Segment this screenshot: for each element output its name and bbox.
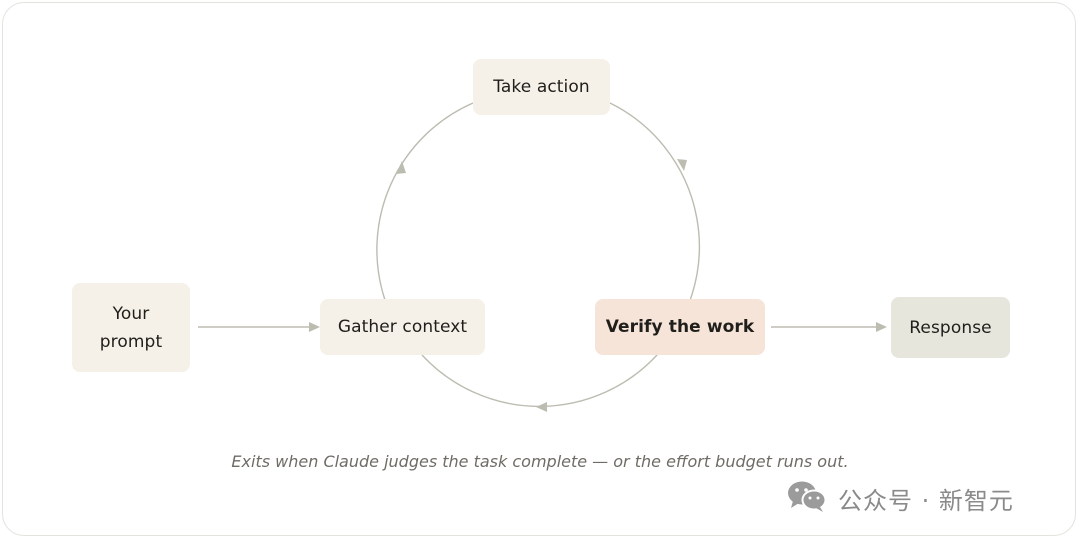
node-verify-the-work-label: Verify the work xyxy=(605,317,755,337)
node-your-prompt: Your prompt xyxy=(72,283,190,372)
arrowhead-gather xyxy=(309,322,320,332)
diagram-caption: Exits when Claude judges the task comple… xyxy=(231,452,849,471)
node-gather-context: Gather context xyxy=(320,299,485,355)
arrowhead-response xyxy=(876,322,887,332)
node-your-prompt-label: Your prompt xyxy=(99,303,163,352)
node-verify-the-work: Verify the work xyxy=(595,299,765,355)
node-gather-context-label: Gather context xyxy=(337,317,468,337)
arc-verify-to-gather xyxy=(421,354,658,408)
node-response-label: Response xyxy=(909,317,992,338)
watermark: 公众号 · 新智元 xyxy=(786,478,1014,518)
watermark-text: 公众号 · 新智元 xyxy=(838,486,1014,515)
wechat-icon xyxy=(786,479,828,517)
arrowhead-down-right xyxy=(677,159,687,171)
arc-gather-to-action xyxy=(376,102,474,301)
node-take-action: Take action xyxy=(473,59,610,115)
arrowhead-bottom xyxy=(536,402,547,412)
node-take-action-label: Take action xyxy=(493,77,590,97)
arrowhead-up-left xyxy=(396,161,406,174)
node-response: Response xyxy=(891,297,1010,358)
